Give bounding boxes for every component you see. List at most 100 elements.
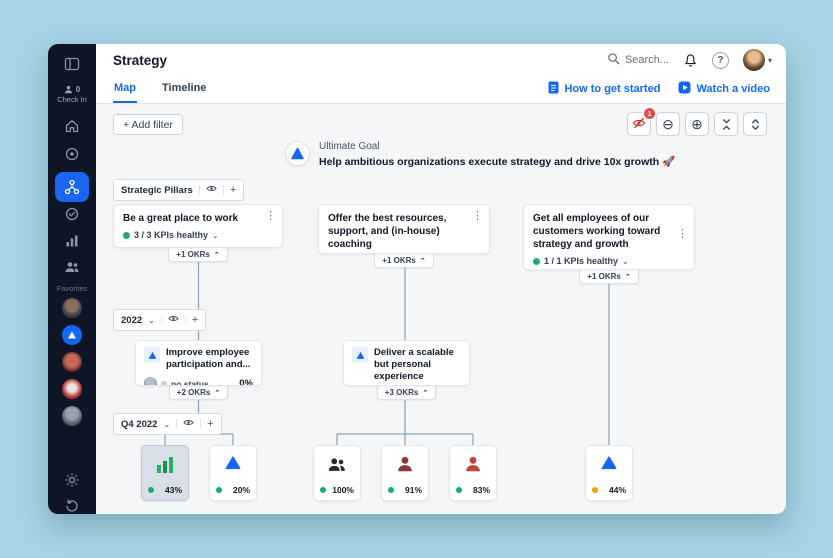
- sidebar: 0 Check In Favorites: [48, 44, 96, 514]
- team-avatar-icon: [450, 454, 496, 474]
- expand-all-button[interactable]: [743, 112, 767, 136]
- nav-strategy-map-icon[interactable]: [55, 172, 89, 202]
- strategy-map-canvas[interactable]: + Add filter 1 ⊖ ⊕: [96, 104, 786, 514]
- eye-icon[interactable]: [206, 183, 217, 197]
- zoom-in-button[interactable]: ⊕: [685, 112, 709, 136]
- collapse-vertical-icon: [722, 118, 730, 130]
- nav-people-icon[interactable]: [48, 257, 96, 277]
- zoom-out-button[interactable]: ⊖: [656, 112, 680, 136]
- play-video-icon: [678, 81, 691, 97]
- nav-home-icon[interactable]: [48, 116, 96, 136]
- pillar-card[interactable]: Be a great place to work ⋮ 3 / 3 KPIs he…: [113, 204, 283, 262]
- tab-map[interactable]: Map: [113, 82, 137, 103]
- hidden-count-badge: 1: [643, 107, 656, 120]
- status-dot: [533, 257, 540, 265]
- favorite-avatar[interactable]: [48, 298, 96, 318]
- user-avatar: [742, 49, 765, 71]
- page-title: Strategy: [113, 52, 168, 68]
- quarter-q4-2022-row-pill[interactable]: Q4 2022 ⌄ +: [113, 413, 222, 435]
- okr-expander[interactable]: +3 OKRs ⌃: [376, 385, 437, 400]
- view-tabs: Map Timeline: [113, 76, 207, 103]
- chevron-down-icon: ⌄: [622, 256, 629, 266]
- objective-icon: [586, 454, 632, 472]
- favorite-avatar[interactable]: [48, 352, 96, 372]
- objective-card[interactable]: Improve employee participation and... no…: [135, 340, 262, 400]
- team-icon: [314, 454, 360, 474]
- search-input[interactable]: Search...: [607, 52, 669, 68]
- status-dot: [148, 487, 154, 493]
- nav-reports-icon[interactable]: [48, 231, 96, 251]
- kpi-leaf-card[interactable]: 43%: [141, 445, 189, 501]
- expand-vertical-icon: [751, 118, 759, 130]
- eye-icon[interactable]: [183, 417, 194, 431]
- favorite-avatar[interactable]: [48, 406, 96, 426]
- history-icon[interactable]: [48, 496, 96, 514]
- eye-off-icon: [632, 116, 646, 133]
- kpi-status[interactable]: 1 / 1 KPIs healthy ⌄: [533, 256, 685, 266]
- team-leaf-card[interactable]: 100%: [313, 445, 361, 501]
- kpi-status[interactable]: 3 / 3 KPIs healthy ⌄: [123, 230, 273, 240]
- eye-icon[interactable]: [168, 313, 179, 327]
- status-dot: [388, 487, 394, 493]
- status-dot: [216, 487, 222, 493]
- team-leaf-card[interactable]: 91%: [381, 445, 429, 501]
- collapse-all-button[interactable]: [714, 112, 738, 136]
- owner-avatar: [144, 377, 157, 385]
- strategic-pillars-row-pill[interactable]: Strategic Pillars +: [113, 179, 245, 201]
- status-dot: [161, 380, 167, 385]
- add-okr-icon[interactable]: +: [191, 313, 199, 326]
- pillar-card[interactable]: Get all employees of our customers worki…: [523, 204, 695, 284]
- checkin-count: 0: [75, 84, 81, 94]
- card-menu-icon[interactable]: ⋮: [677, 228, 688, 240]
- chevron-down-icon: ⌄: [148, 315, 155, 325]
- year-2022-row-pill[interactable]: 2022 ⌄ +: [113, 309, 207, 331]
- objective-icon: [352, 347, 368, 363]
- okr-expander[interactable]: +2 OKRs ⌃: [168, 385, 229, 400]
- search-placeholder: Search...: [624, 54, 669, 66]
- notifications-bell-icon[interactable]: [683, 53, 698, 68]
- okr-expander[interactable]: +1 OKRs ⌃: [374, 253, 434, 268]
- objective-leaf-card[interactable]: 44%: [585, 445, 633, 501]
- app-window: 0 Check In Favorites: [48, 44, 786, 514]
- add-filter-button[interactable]: + Add filter: [113, 114, 183, 135]
- okr-expander[interactable]: +1 OKRs ⌃: [168, 247, 228, 262]
- objective-leaf-card[interactable]: 20%: [209, 445, 257, 501]
- ultimate-goal[interactable]: Ultimate Goal Help ambitious organizatio…: [285, 141, 675, 168]
- team-leaf-card[interactable]: 83%: [449, 445, 497, 501]
- okr-expander[interactable]: +1 OKRs ⌃: [579, 269, 639, 284]
- document-icon: [548, 81, 559, 97]
- watch-a-video-link[interactable]: Watch a video: [678, 81, 770, 97]
- pillar-card[interactable]: Offer the best resources, support, and (…: [318, 204, 490, 268]
- topbar: Strategy Search... ? ▾: [96, 44, 786, 104]
- settings-gear-icon[interactable]: [48, 470, 96, 490]
- status-dot: [456, 487, 462, 493]
- ultimate-goal-label: Ultimate Goal: [319, 141, 380, 152]
- how-to-get-started-link[interactable]: How to get started: [548, 81, 660, 97]
- user-menu[interactable]: ▾: [742, 49, 772, 71]
- chevron-up-icon: ⌃: [213, 251, 220, 259]
- objective-icon: [210, 454, 256, 472]
- team-avatar-icon: [382, 454, 428, 474]
- ultimate-goal-description: Help ambitious organizations execute str…: [319, 156, 676, 168]
- card-menu-icon[interactable]: ⋮: [472, 210, 483, 222]
- sidebar-collapse-icon[interactable]: [48, 54, 96, 74]
- add-okr-icon[interactable]: +: [207, 417, 214, 430]
- chevron-down-icon: ⌄: [212, 230, 219, 240]
- checkin-button[interactable]: 0 Check In: [48, 80, 96, 108]
- company-logo-icon: [285, 141, 310, 166]
- objective-card[interactable]: Deliver a scalable but personal experien…: [343, 340, 470, 400]
- card-menu-icon[interactable]: ⋮: [265, 210, 276, 222]
- favorite-avatar[interactable]: [48, 325, 96, 345]
- nav-goals-icon[interactable]: [48, 144, 96, 164]
- favorite-avatar[interactable]: [48, 379, 96, 399]
- tab-timeline[interactable]: Timeline: [162, 82, 207, 94]
- add-pillar-icon[interactable]: +: [229, 183, 237, 196]
- hidden-items-button[interactable]: 1: [627, 107, 656, 136]
- help-icon[interactable]: ?: [711, 51, 729, 69]
- favorites-label: Favorites: [56, 283, 88, 293]
- person-icon: [64, 85, 73, 94]
- chevron-up-icon: ⌃: [422, 389, 429, 397]
- nav-tasks-icon[interactable]: [48, 204, 96, 224]
- objective-icon: [144, 347, 160, 363]
